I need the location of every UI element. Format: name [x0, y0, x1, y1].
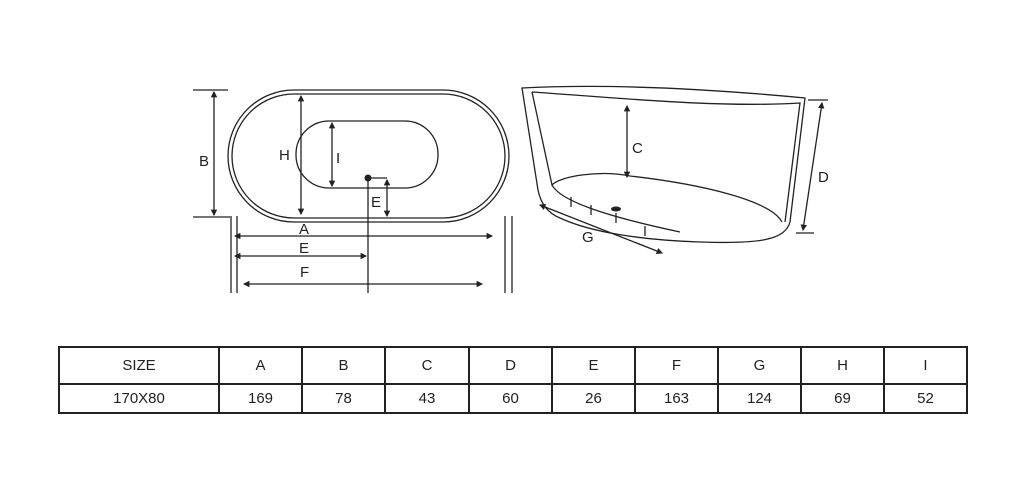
value-cell: 69	[800, 383, 885, 414]
label-e: E	[299, 240, 309, 257]
label-h: H	[279, 147, 290, 164]
value-cell: 169	[218, 383, 303, 414]
header-cell: D	[468, 346, 553, 385]
drain-icon	[611, 206, 621, 212]
header-cell: C	[384, 346, 470, 385]
value-cell: 124	[717, 383, 802, 414]
label-i: I	[336, 150, 340, 167]
table-row: 170X80 169 78 43 60 26 163 124 69 52	[58, 383, 968, 414]
label-f: F	[300, 264, 309, 281]
dimension-g	[538, 203, 664, 255]
label-c: C	[632, 140, 643, 157]
tub-outer-shell	[521, 85, 806, 244]
table-header-row: SIZE A B C D E F G H I	[58, 346, 968, 385]
dimensions-table: SIZE A B C D E F G H I 170X80 169 78 43 …	[58, 346, 968, 414]
label-g: G	[582, 229, 594, 246]
header-cell: F	[634, 346, 719, 385]
header-cell: E	[551, 346, 636, 385]
dimension-d	[800, 101, 825, 232]
side-view	[521, 85, 828, 255]
value-cell: 52	[883, 383, 968, 414]
header-cell: I	[883, 346, 968, 385]
label-b: B	[199, 153, 209, 170]
tub-basin	[295, 120, 439, 189]
header-cell: H	[800, 346, 885, 385]
value-cell: 60	[468, 383, 553, 414]
header-cell: A	[218, 346, 303, 385]
header-cell: B	[301, 346, 386, 385]
value-cell: 163	[634, 383, 719, 414]
value-cell: 170X80	[58, 383, 220, 414]
label-d: D	[818, 169, 829, 186]
value-cell: 26	[551, 383, 636, 414]
header-cell: G	[717, 346, 802, 385]
value-cell: 43	[384, 383, 470, 414]
label-a: A	[299, 221, 309, 238]
value-cell: 78	[301, 383, 386, 414]
top-view	[193, 89, 513, 293]
header-cell: SIZE	[58, 346, 220, 385]
label-e-vertical: E	[371, 194, 381, 211]
drawings: B H I E A E F C D G	[193, 85, 829, 293]
drain-icon	[364, 174, 372, 182]
